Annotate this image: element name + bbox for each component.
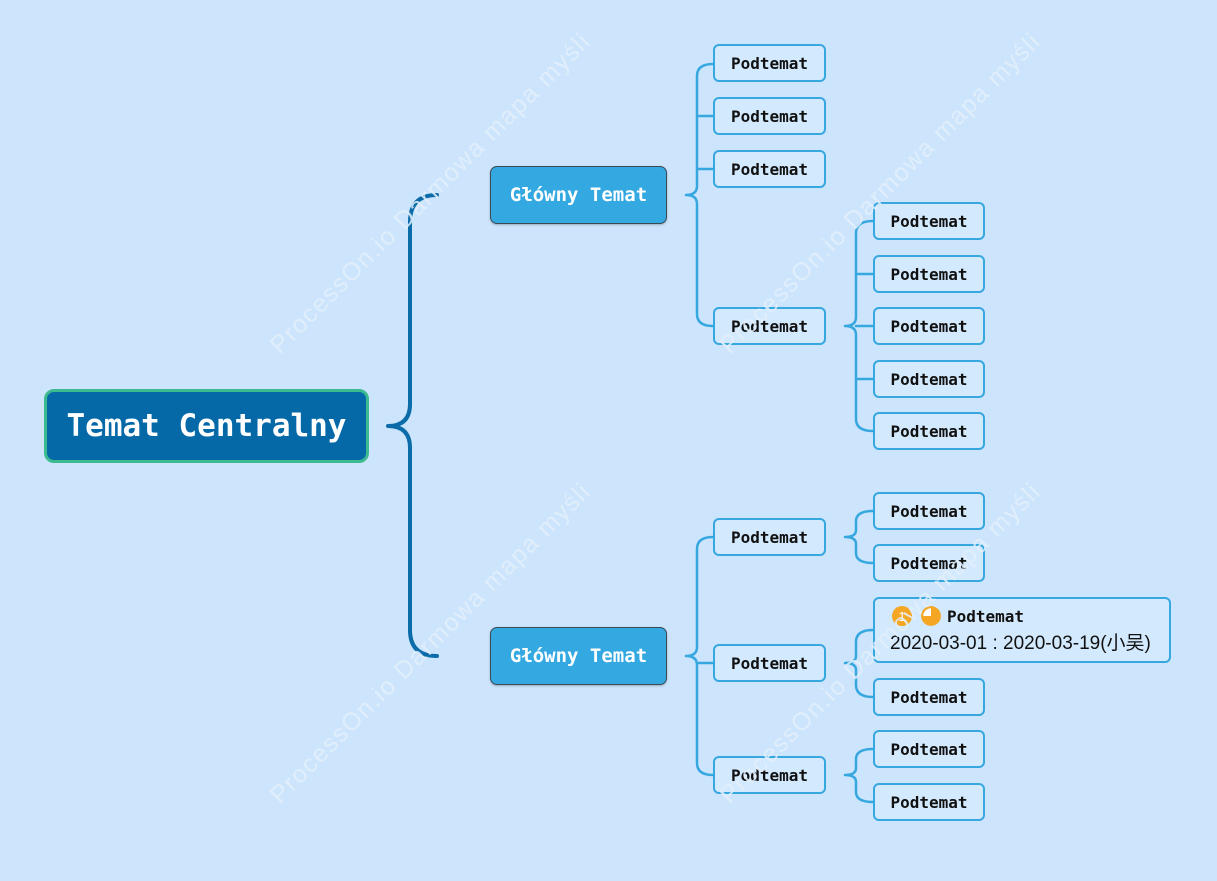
subtopic-1-4-1[interactable]: Podtemat (873, 202, 985, 240)
subtopic-2-2-2[interactable]: Podtemat (873, 678, 985, 716)
subtopic-1-4[interactable]: Podtemat (713, 307, 826, 345)
sub-2-3-brace (843, 747, 875, 804)
subtopic-1-4-3[interactable]: Podtemat (873, 307, 985, 345)
subtopic-1-4-2[interactable]: Podtemat (873, 255, 985, 293)
subtopic-1-4-5[interactable]: Podtemat (873, 412, 985, 450)
main-1-brace (684, 62, 715, 328)
main-topic-2[interactable]: Główny Temat (490, 627, 667, 685)
sub-2-2-brace (843, 628, 875, 699)
priority-1-icon[interactable]: 1 (892, 606, 912, 626)
subtopic-1-1[interactable]: Podtemat (713, 44, 826, 82)
main-topic-1[interactable]: Główny Temat (490, 166, 667, 224)
subtopic-2-1-1[interactable]: Podtemat (873, 492, 985, 530)
progress-icon[interactable] (921, 606, 941, 626)
task-title: Podtemat (947, 606, 1025, 626)
task-title-row: 1 Podtemat (892, 605, 1169, 627)
sub-2-1-brace (843, 509, 875, 565)
main-2-brace (684, 535, 715, 777)
sub-1-4-brace (843, 219, 875, 433)
subtopic-2-1-2[interactable]: Podtemat (873, 544, 985, 582)
subtopic-1-3[interactable]: Podtemat (713, 150, 826, 188)
subtopic-1-4-4[interactable]: Podtemat (873, 360, 985, 398)
subtopic-1-2[interactable]: Podtemat (713, 97, 826, 135)
subtopic-2-1[interactable]: Podtemat (713, 518, 826, 556)
task-date-range: 2020-03-01 : 2020-03-19(小吴) (890, 633, 1151, 654)
subtopic-2-2[interactable]: Podtemat (713, 644, 826, 682)
priority-number: 1 (898, 608, 906, 624)
central-brace (386, 193, 439, 658)
central-topic[interactable]: Temat Centralny (44, 389, 369, 463)
progress-wedge (922, 607, 940, 625)
task-subtopic-2-2-1[interactable]: 1 Podtemat 2020-03-01 : 2020-03-19(小吴) (873, 597, 1171, 663)
subtopic-2-3-2[interactable]: Podtemat (873, 783, 985, 821)
subtopic-2-3[interactable]: Podtemat (713, 756, 826, 794)
subtopic-2-3-1[interactable]: Podtemat (873, 730, 985, 768)
